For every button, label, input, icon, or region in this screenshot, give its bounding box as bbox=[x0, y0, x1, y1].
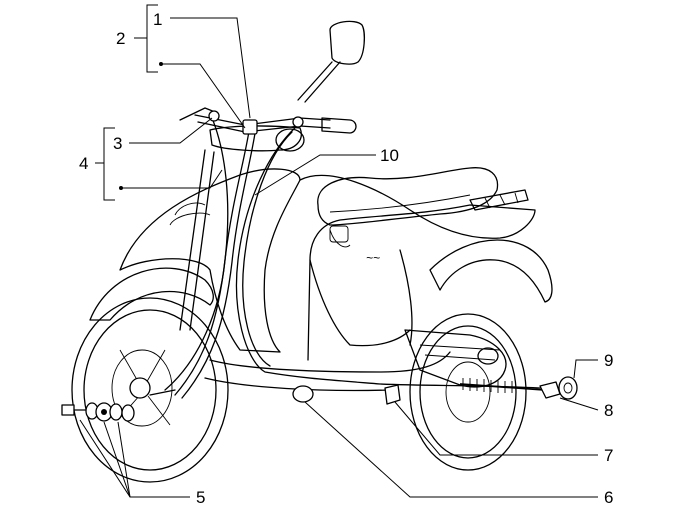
nut bbox=[121, 404, 135, 422]
front-fender bbox=[89, 267, 214, 321]
callout-4: 4 bbox=[79, 154, 88, 173]
callout-7: 7 bbox=[604, 446, 613, 465]
side-body bbox=[299, 174, 536, 361]
callout-5: 5 bbox=[196, 488, 205, 507]
front-brake-cable bbox=[164, 117, 229, 391]
callout-1: 1 bbox=[153, 10, 162, 29]
callout-9: 9 bbox=[604, 351, 613, 370]
rear-rack bbox=[469, 189, 529, 211]
cable-grommet bbox=[292, 385, 314, 403]
callout-2: 2 bbox=[116, 29, 125, 48]
rear-brake-cable bbox=[235, 124, 541, 389]
handlebar bbox=[194, 114, 331, 126]
callout-6: 6 bbox=[604, 488, 613, 507]
bracket-4 bbox=[103, 127, 115, 201]
bolt bbox=[61, 404, 75, 416]
adjuster-nut bbox=[558, 376, 578, 400]
cable-clip bbox=[384, 384, 401, 405]
seat bbox=[317, 167, 499, 226]
callout-8: 8 bbox=[604, 401, 613, 420]
floorboard bbox=[209, 351, 451, 373]
cable-assembly bbox=[149, 110, 578, 405]
brand-emblem: ~~ bbox=[366, 251, 380, 265]
rear-wheel bbox=[409, 313, 527, 471]
spacer bbox=[109, 403, 123, 421]
engine-block bbox=[404, 329, 507, 388]
cable-coil bbox=[459, 378, 546, 393]
mirror bbox=[329, 20, 365, 65]
front-fork bbox=[179, 149, 206, 331]
leader-lines bbox=[79, 4, 599, 498]
callout-labels: 1 2 3 4 5 6 7 8 9 10 bbox=[79, 10, 613, 507]
rear-fender bbox=[429, 239, 553, 303]
callout-10: 10 bbox=[380, 146, 399, 165]
leg-shield bbox=[119, 168, 301, 353]
callout-3: 3 bbox=[113, 134, 122, 153]
front-wheel bbox=[71, 297, 229, 483]
hardware-kit bbox=[61, 402, 135, 422]
scooter-illustration: ~~ bbox=[71, 20, 553, 483]
cable-adjuster bbox=[539, 381, 561, 399]
